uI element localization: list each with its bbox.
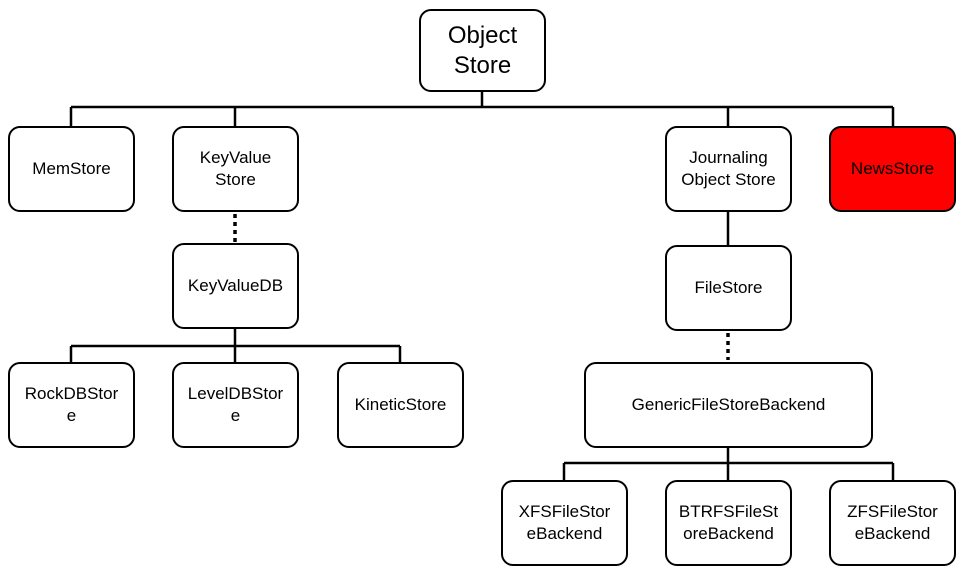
node-kineticstore-label: KineticStore: [354, 395, 447, 414]
node-btrfsfilestorebackend-label: BTRFSFileSt oreBackend: [678, 502, 779, 543]
node-filestore-label: FileStore: [694, 278, 763, 297]
node-keyvalue-store: KeyValue Store: [172, 126, 299, 212]
node-journaling-object-store: Journaling Object Store: [665, 126, 792, 212]
node-filestore: FileStore: [665, 245, 792, 331]
node-object-store: Object Store: [419, 9, 546, 92]
node-genericfilestorebackend-label: GenericFileStoreBackend: [631, 395, 826, 414]
node-keyvalue-store-label: KeyValue Store: [199, 148, 272, 189]
node-xfsfilestorebackend: XFSFileStor eBackend: [501, 480, 628, 566]
node-object-store-label: Object Store: [447, 21, 518, 79]
node-newsstore-label: NewsStore: [850, 159, 935, 178]
node-rockdbstore: RockDBStor e: [8, 362, 135, 448]
node-newsstore: NewsStore: [829, 126, 956, 212]
node-kineticstore: KineticStore: [337, 362, 464, 448]
node-zfsfilestorebackend: ZFSFileStor eBackend: [829, 480, 956, 566]
node-keyvaluedb-label: KeyValueDB: [187, 276, 284, 295]
node-zfsfilestorebackend-label: ZFSFileStor eBackend: [847, 502, 938, 543]
node-keyvaluedb: KeyValueDB: [172, 243, 299, 329]
node-rockdbstore-label: RockDBStor e: [24, 384, 119, 425]
node-leveldbstore: LevelDBStor e: [172, 362, 299, 448]
node-btrfsfilestorebackend: BTRFSFileSt oreBackend: [665, 480, 792, 566]
node-memstore-label: MemStore: [32, 159, 111, 178]
node-memstore: MemStore: [8, 126, 135, 212]
node-genericfilestorebackend: GenericFileStoreBackend: [584, 362, 873, 448]
node-leveldbstore-label: LevelDBStor e: [187, 384, 284, 425]
node-xfsfilestorebackend-label: XFSFileStor eBackend: [518, 502, 611, 543]
node-journaling-object-store-label: Journaling Object Store: [681, 148, 776, 189]
